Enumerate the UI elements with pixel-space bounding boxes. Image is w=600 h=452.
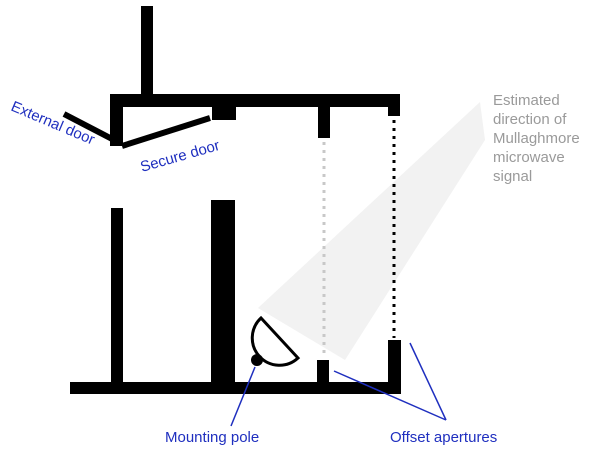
left-wall-upper (110, 94, 123, 146)
secure-door-label: Secure door (138, 137, 221, 176)
top-wall (110, 94, 400, 107)
chimney-wall (141, 6, 153, 104)
mounting-pole-label: Mounting pole (165, 429, 259, 446)
signal-direction-label-line-5: signal (493, 168, 532, 185)
walls (70, 6, 401, 394)
mounting-pole-pointer (230, 366, 256, 427)
signal-direction-label-line-3: Mullaghmore (493, 130, 580, 147)
central-pillar (211, 200, 235, 393)
left-wall-lower (111, 208, 123, 393)
secure-door-jamb (212, 94, 236, 120)
aperture-post-right-top (388, 94, 400, 116)
secure-door (121, 115, 211, 149)
signal-direction-label-line-4: microwave (493, 149, 565, 166)
external-door (62, 111, 116, 143)
aperture-post-right-bottom (388, 340, 401, 393)
mounting-pole-icon (251, 354, 263, 366)
aperture-pointer-right (409, 342, 447, 421)
bottom-wall (70, 382, 401, 394)
signal-direction-label-line-1: Estimated (493, 92, 560, 109)
offset-apertures-label: Offset apertures (390, 429, 497, 446)
signal-beam (258, 102, 485, 360)
aperture-pointer-left (333, 370, 447, 421)
aperture-post-left-top (318, 94, 330, 138)
signal-direction-label-line-2: direction of (493, 111, 567, 128)
